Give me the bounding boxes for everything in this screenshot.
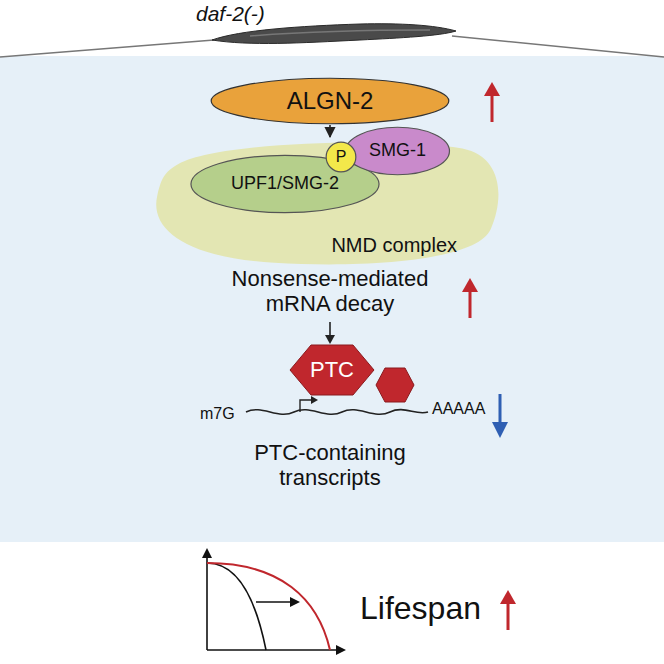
zoom-panel (0, 56, 664, 542)
protein-ellipse: SMG-1 (345, 127, 450, 175)
node-text: P (336, 148, 347, 166)
protein-ellipse: ALGN-2 (210, 78, 450, 124)
phospho-circle: P (326, 142, 356, 172)
node-text: SMG-1 (369, 141, 426, 161)
polya-label: AAAAA (432, 400, 502, 418)
process-label: Nonsense-mediated mRNA decay (205, 266, 455, 317)
genotype-label: daf-2(-) (196, 2, 296, 26)
stop-hexagon (376, 368, 414, 402)
node-text: UPF1/SMG-2 (231, 174, 339, 194)
outcome-label: Lifespan (360, 590, 500, 627)
zoom-line (452, 36, 664, 57)
up-arrow (462, 278, 478, 318)
transcription-start (300, 396, 318, 412)
mrna-strand (246, 410, 428, 415)
stop-hexagon: PTC (290, 345, 374, 395)
complex-region: NMD complex UPF1/SMG-2 SMG-1 P (150, 138, 505, 268)
node-text: ALGN-2 (287, 88, 374, 114)
down-arrow (492, 394, 508, 438)
transcript-label: PTC-containing transcripts (215, 440, 445, 491)
down-arrow (325, 322, 335, 344)
worm-highlight (250, 30, 430, 36)
up-arrow (500, 590, 516, 630)
node-text: NMD complex (331, 234, 457, 256)
up-arrow (484, 82, 500, 122)
flow-arrow (329, 125, 331, 137)
cap-label: m7G (200, 405, 248, 423)
worm (212, 24, 456, 44)
zoom-line (0, 40, 214, 57)
node-text: PTC (310, 358, 354, 382)
survival-plot (202, 548, 346, 655)
